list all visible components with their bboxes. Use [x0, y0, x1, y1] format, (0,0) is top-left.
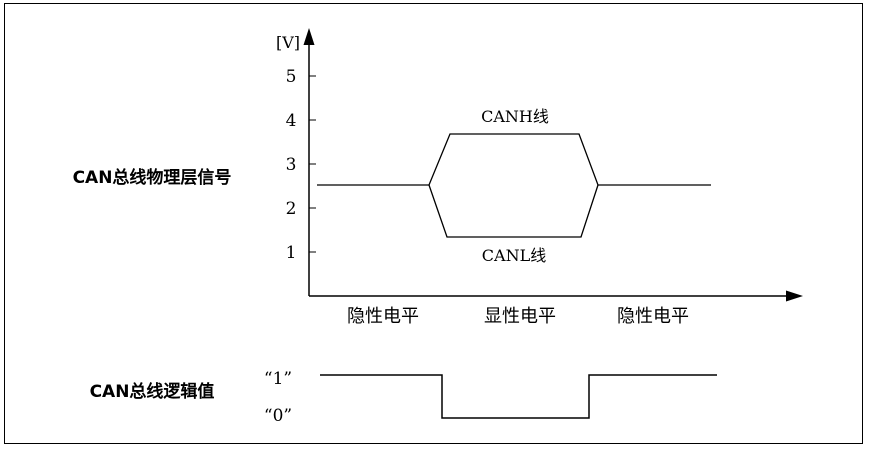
canl-label: CANL线 — [482, 246, 546, 265]
canh-line — [317, 133, 711, 186]
y-tick-label: 2 — [286, 199, 297, 219]
logic-level-low-label: “0” — [264, 406, 292, 426]
x-axis-arrow-icon — [786, 290, 803, 302]
diagram-frame — [4, 3, 863, 444]
state-label-dominant: 显性电平 — [484, 306, 556, 327]
y-tick-label: 1 — [286, 243, 297, 263]
y-axis-unit: [V] — [276, 33, 300, 52]
state-label-recessive-1: 隐性电平 — [347, 306, 419, 327]
y-tick-group: 1 2 3 4 5 — [286, 67, 316, 263]
physical-layer-label: CAN总线物理层信号 — [73, 167, 232, 188]
y-axis-arrow-icon — [303, 28, 315, 45]
y-tick-label: 5 — [286, 67, 297, 87]
logic-level-high-label: “1” — [264, 369, 292, 389]
state-label-recessive-2: 隐性电平 — [617, 306, 689, 327]
logic-waveform — [320, 374, 717, 419]
y-tick-label: 4 — [286, 111, 297, 131]
logic-layer-label: CAN总线逻辑值 — [90, 381, 215, 402]
y-tick-label: 3 — [286, 155, 297, 175]
canl-line — [428, 184, 599, 238]
canh-label: CANH线 — [481, 107, 549, 126]
